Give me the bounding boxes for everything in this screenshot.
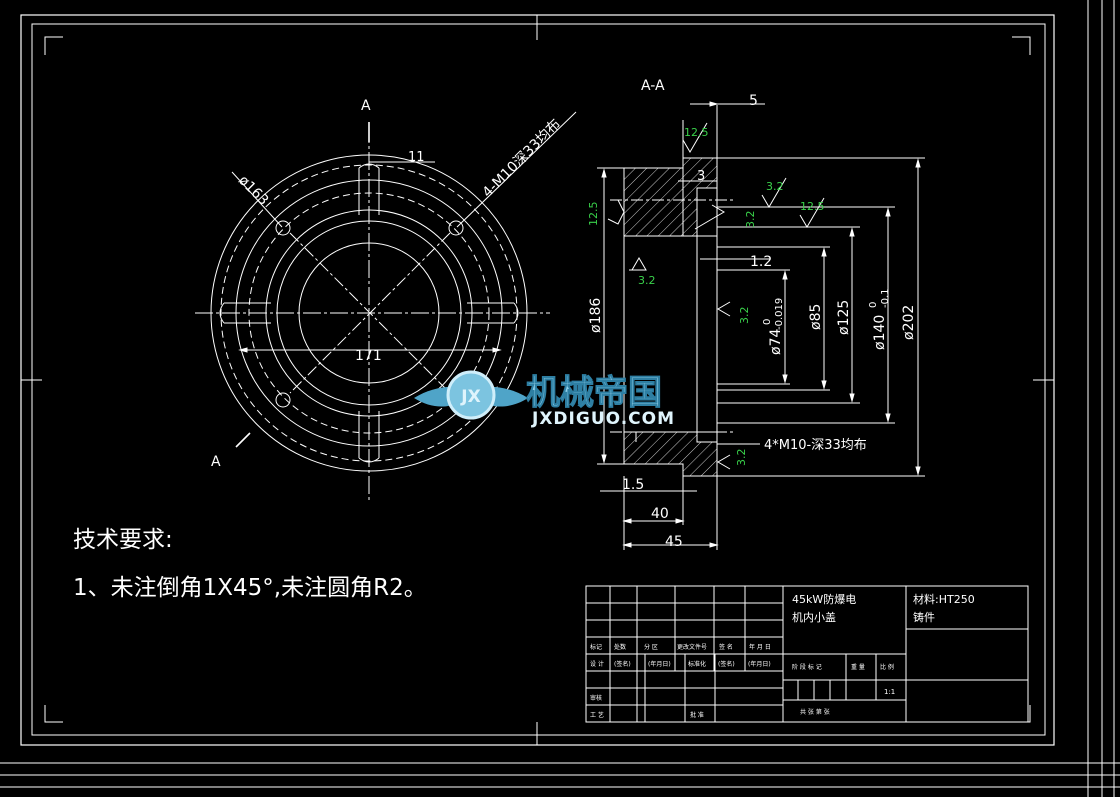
watermark-logo: JX 机械帝国 JXDIGUO.COM <box>414 370 675 429</box>
row-stdz: 标准化 <box>688 660 706 668</box>
row-date: (年月日) <box>648 660 671 668</box>
dia-125: ø125 <box>836 300 852 335</box>
dim-5: 5 <box>749 93 758 109</box>
stage-mark: 阶 段 标 记 <box>792 663 822 671</box>
holes-note: 4*M10-深33均布 <box>764 438 867 453</box>
hdr-mark: 标记 <box>590 643 602 651</box>
logo-en: JXDIGUO.COM <box>531 409 675 429</box>
dia-202: ø202 <box>901 305 917 340</box>
dim-holes-note: 4-M10深33均布 <box>480 116 565 201</box>
section-mark-top: A <box>361 98 371 114</box>
roughness-5: 12.5 <box>800 200 825 213</box>
roughness-symbols <box>607 122 825 470</box>
tech-requirements: 技术要求: 1、未注倒角1X45°,未注圆角R2。 <box>73 527 427 601</box>
gear-icon <box>446 370 496 420</box>
dim-outer-circle: ø163 <box>235 173 271 209</box>
section-mark-bottom: A <box>211 454 221 470</box>
product-name-2: 机内小盖 <box>792 610 836 624</box>
dia-74-tol-lower: -0.019 <box>774 298 785 330</box>
dia-85: ø85 <box>808 304 824 330</box>
title-block <box>585 585 1029 723</box>
row-design: 设 计 <box>590 660 604 668</box>
material: 材料:HT250 <box>913 592 975 606</box>
scale-heading: 比 例 <box>880 663 894 671</box>
scale-value: 1:1 <box>884 688 895 696</box>
tech-item-1: 1、未注倒角1X45°,未注圆角R2。 <box>73 575 427 601</box>
dim-45: 45 <box>665 534 683 550</box>
dim-slot-width: 11 <box>408 150 425 165</box>
dim-inner-span: 171 <box>355 348 382 364</box>
hdr-date: 年 月 日 <box>749 643 771 651</box>
weight: 重 量 <box>851 663 865 671</box>
dia-74-tol-upper: 0 <box>762 319 773 325</box>
roughness-1: 12.5 <box>684 126 709 139</box>
sheet-info: 共 张 第 张 <box>800 708 830 716</box>
row-process: 工 艺 <box>590 711 604 719</box>
row-sig: (签名) <box>614 660 631 668</box>
logo-badge: JX <box>460 387 480 407</box>
dia-140-tol-upper: 0 <box>868 302 879 308</box>
dim-1-2: 1.2 <box>750 254 772 270</box>
front-view <box>195 111 577 500</box>
row-review: 审核 <box>590 694 602 702</box>
section-label: A-A <box>641 78 665 94</box>
logo-cn: 机械帝国 <box>526 373 662 413</box>
dim-1-5: 1.5 <box>622 477 644 493</box>
row-sig2: (签名) <box>718 660 735 668</box>
roughness-2: 12.5 <box>587 202 600 227</box>
hdr-docno: 更改文件号 <box>677 643 707 651</box>
roughness-7: 3.2 <box>738 307 751 325</box>
dim-3: 3 <box>697 169 705 184</box>
dia-140: ø140 <box>872 315 888 350</box>
roughness-4: 3.2 <box>744 211 757 229</box>
roughness-8: 3.2 <box>735 449 748 467</box>
section-view-labels: A-A 5 3 1.2 1.5 40 45 ø186 ø74 0 -0.019 … <box>588 78 917 550</box>
product-name-1: 45kW防爆电 <box>792 592 856 606</box>
title-block-text: 45kW防爆电 机内小盖 材料:HT250 铸件 1:1 标记 处数 分 区 更… <box>590 592 975 719</box>
part-type: 铸件 <box>913 610 935 624</box>
dia-74: ø74 <box>768 329 784 355</box>
tech-heading: 技术要求: <box>73 527 173 553</box>
dim-40: 40 <box>651 506 669 522</box>
row-date2: (年月日) <box>748 660 771 668</box>
hdr-zone: 分 区 <box>644 643 658 651</box>
hdr-sign: 签 名 <box>719 643 733 651</box>
roughness-6: 3.2 <box>638 274 656 287</box>
roughness-3: 3.2 <box>766 180 784 193</box>
section-view <box>597 101 925 550</box>
dia-140-tol-lower: -0.1 <box>880 288 891 308</box>
roughness-labels: 12.5 12.5 3.2 3.2 12.5 3.2 3.2 3.2 <box>587 126 825 466</box>
row-approve: 批 准 <box>690 711 704 719</box>
hdr-count: 处数 <box>614 643 626 651</box>
dia-186: ø186 <box>588 298 604 333</box>
